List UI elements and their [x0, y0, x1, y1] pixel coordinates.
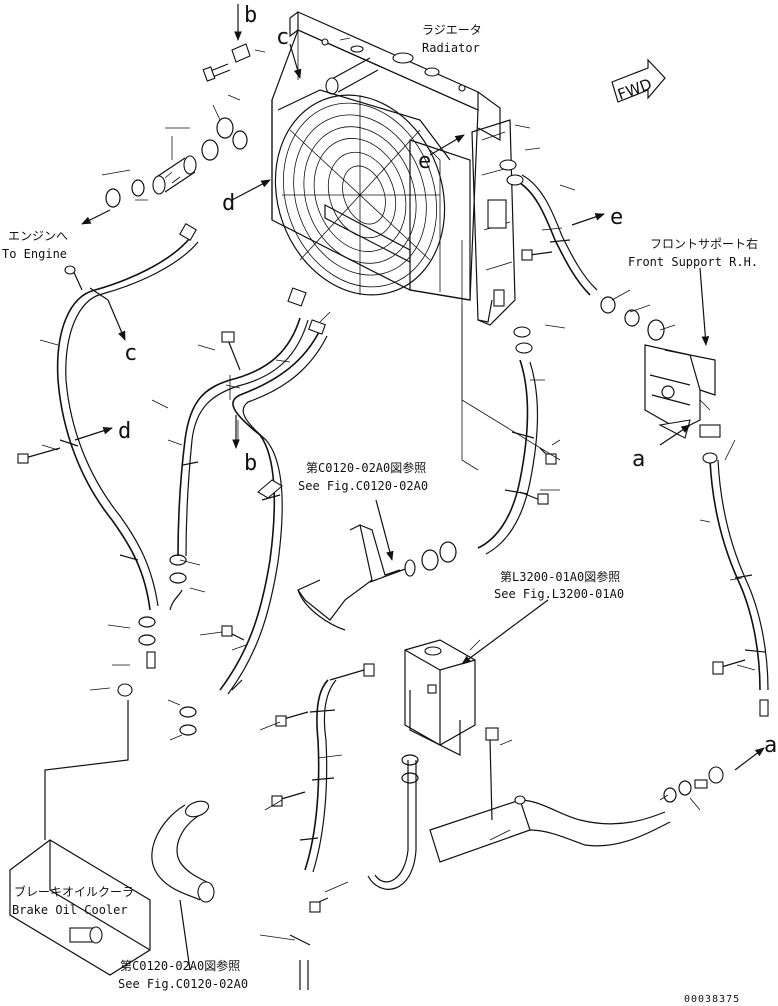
- brake-oil-cooler: [9, 700, 151, 976]
- marker-c-top: c: [276, 25, 289, 50]
- upper-hose-group: [101, 43, 251, 208]
- document-number: 00038375: [684, 994, 740, 1005]
- marker-d-top: d: [222, 191, 235, 216]
- marker-e-left: e: [418, 149, 431, 174]
- marker-a-bottom: a: [764, 733, 777, 758]
- lower-hose: [151, 800, 215, 903]
- marker-e-right: e: [610, 205, 623, 230]
- brake-cooler-label-en: Brake Oil Cooler: [12, 903, 128, 917]
- engine-pipe: [17, 223, 199, 611]
- lower-right-pipes: [271, 663, 724, 990]
- radiator-label-jp: ラジエータ: [422, 23, 482, 37]
- reference-3-jp: 第C0120-02A0図参照: [120, 958, 240, 973]
- front-support: [644, 344, 721, 439]
- marker-b-top: b: [244, 3, 257, 28]
- fwd-label: FWD: [615, 75, 654, 104]
- direction-arrows: [74, 4, 765, 971]
- reference-3-en: See Fig.C0120-02A0: [118, 977, 248, 991]
- right-pipes: [461, 159, 665, 555]
- fwd-indicator: [611, 58, 666, 103]
- front-support-label-en: Front Support R.H.: [628, 255, 758, 269]
- part-leaders: [39, 37, 756, 941]
- engine-label-en: To Engine: [2, 247, 67, 261]
- marker-c-left: c: [124, 341, 137, 366]
- reference-2-en: See Fig.L3200-01A0: [494, 587, 624, 601]
- reference-1-jp: 第C0120-02A0図参照: [306, 460, 426, 475]
- middle-pipes: [117, 287, 328, 736]
- radiator-label-en: Radiator: [422, 41, 480, 55]
- front-support-label-jp: フロントサポート右: [650, 236, 758, 251]
- reference-1-en: See Fig.C0120-02A0: [298, 479, 428, 493]
- marker-b-mid: b: [244, 451, 257, 476]
- right-long-pipe: [702, 452, 769, 717]
- reference-2-jp: 第L3200-01A0図参照: [500, 569, 620, 584]
- center-duct: [297, 524, 457, 631]
- radiator-assembly: [271, 11, 516, 326]
- marker-a-support: a: [632, 447, 645, 472]
- brake-cooler-label-jp: ブレーキオイルクーラ: [14, 884, 134, 899]
- marker-d-left: d: [118, 419, 131, 444]
- oil-tank: [404, 639, 476, 756]
- engine-label-jp: エンジンへ: [8, 229, 68, 243]
